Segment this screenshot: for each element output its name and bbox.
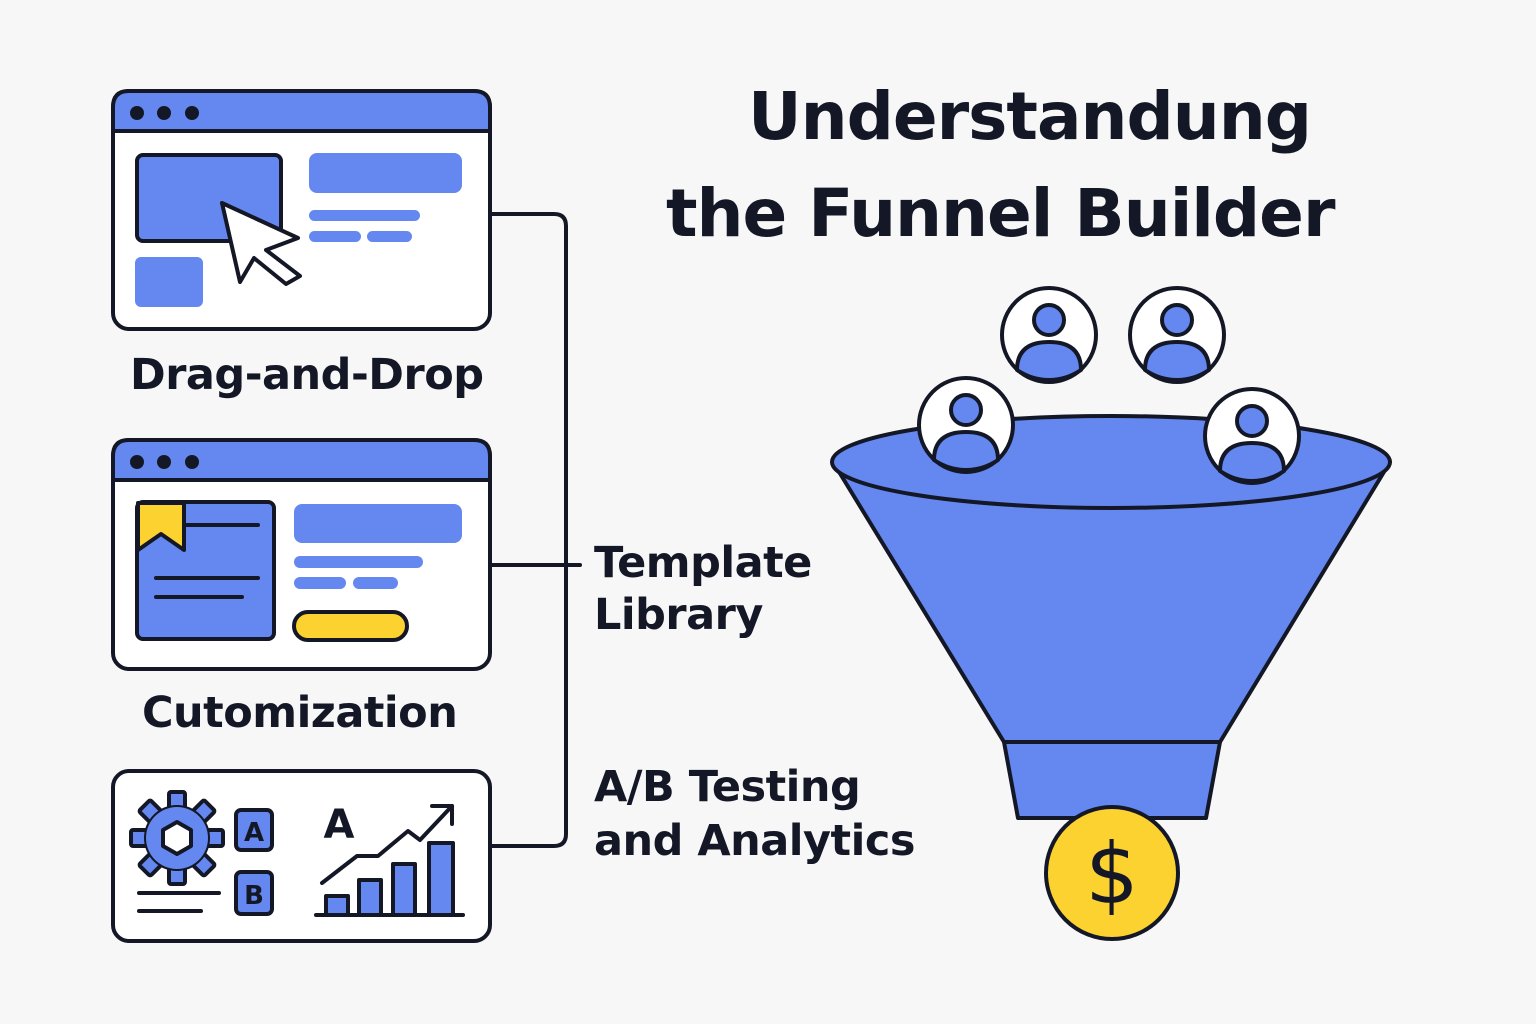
user-icon-3 — [917, 376, 1015, 474]
customization-label: Cutomization — [142, 688, 458, 738]
user-icon-2 — [1128, 286, 1226, 384]
page-title-line-1: Understandung — [748, 78, 1312, 155]
user-icon-4 — [1203, 387, 1301, 485]
customization-window-icon — [111, 438, 492, 671]
ab-variant-b-box — [234, 870, 274, 916]
bar-chart-icon — [314, 804, 465, 917]
drag-and-drop-label: Drag-and-Drop — [130, 350, 484, 400]
gear-icon — [129, 790, 225, 886]
template-library-label-line-2: Library — [594, 590, 763, 640]
drag-and-drop-window-icon — [111, 89, 492, 331]
ab-variant-b-letter: B — [244, 881, 264, 911]
ab-testing-window-icon: A B A — [111, 769, 492, 943]
chart-a-letter: A — [324, 802, 355, 848]
funnel-icon — [830, 414, 1392, 820]
page-title-line-2: the Funnel Builder — [666, 175, 1335, 252]
coin-symbol: $ — [1085, 825, 1138, 923]
ab-testing-label-line-2: and Analytics — [594, 816, 915, 866]
bookmark-icon — [136, 501, 186, 552]
ab-testing-label-line-1: A/B Testing — [594, 762, 861, 812]
cursor-icon — [220, 201, 302, 286]
connector-bracket — [488, 212, 582, 848]
ab-variant-a-box — [234, 808, 274, 852]
user-icon-1 — [1000, 286, 1098, 384]
dollar-coin-icon: $ — [1044, 805, 1180, 941]
ab-variant-a-letter: A — [244, 818, 264, 848]
template-library-label-line-1: Template — [594, 538, 812, 588]
